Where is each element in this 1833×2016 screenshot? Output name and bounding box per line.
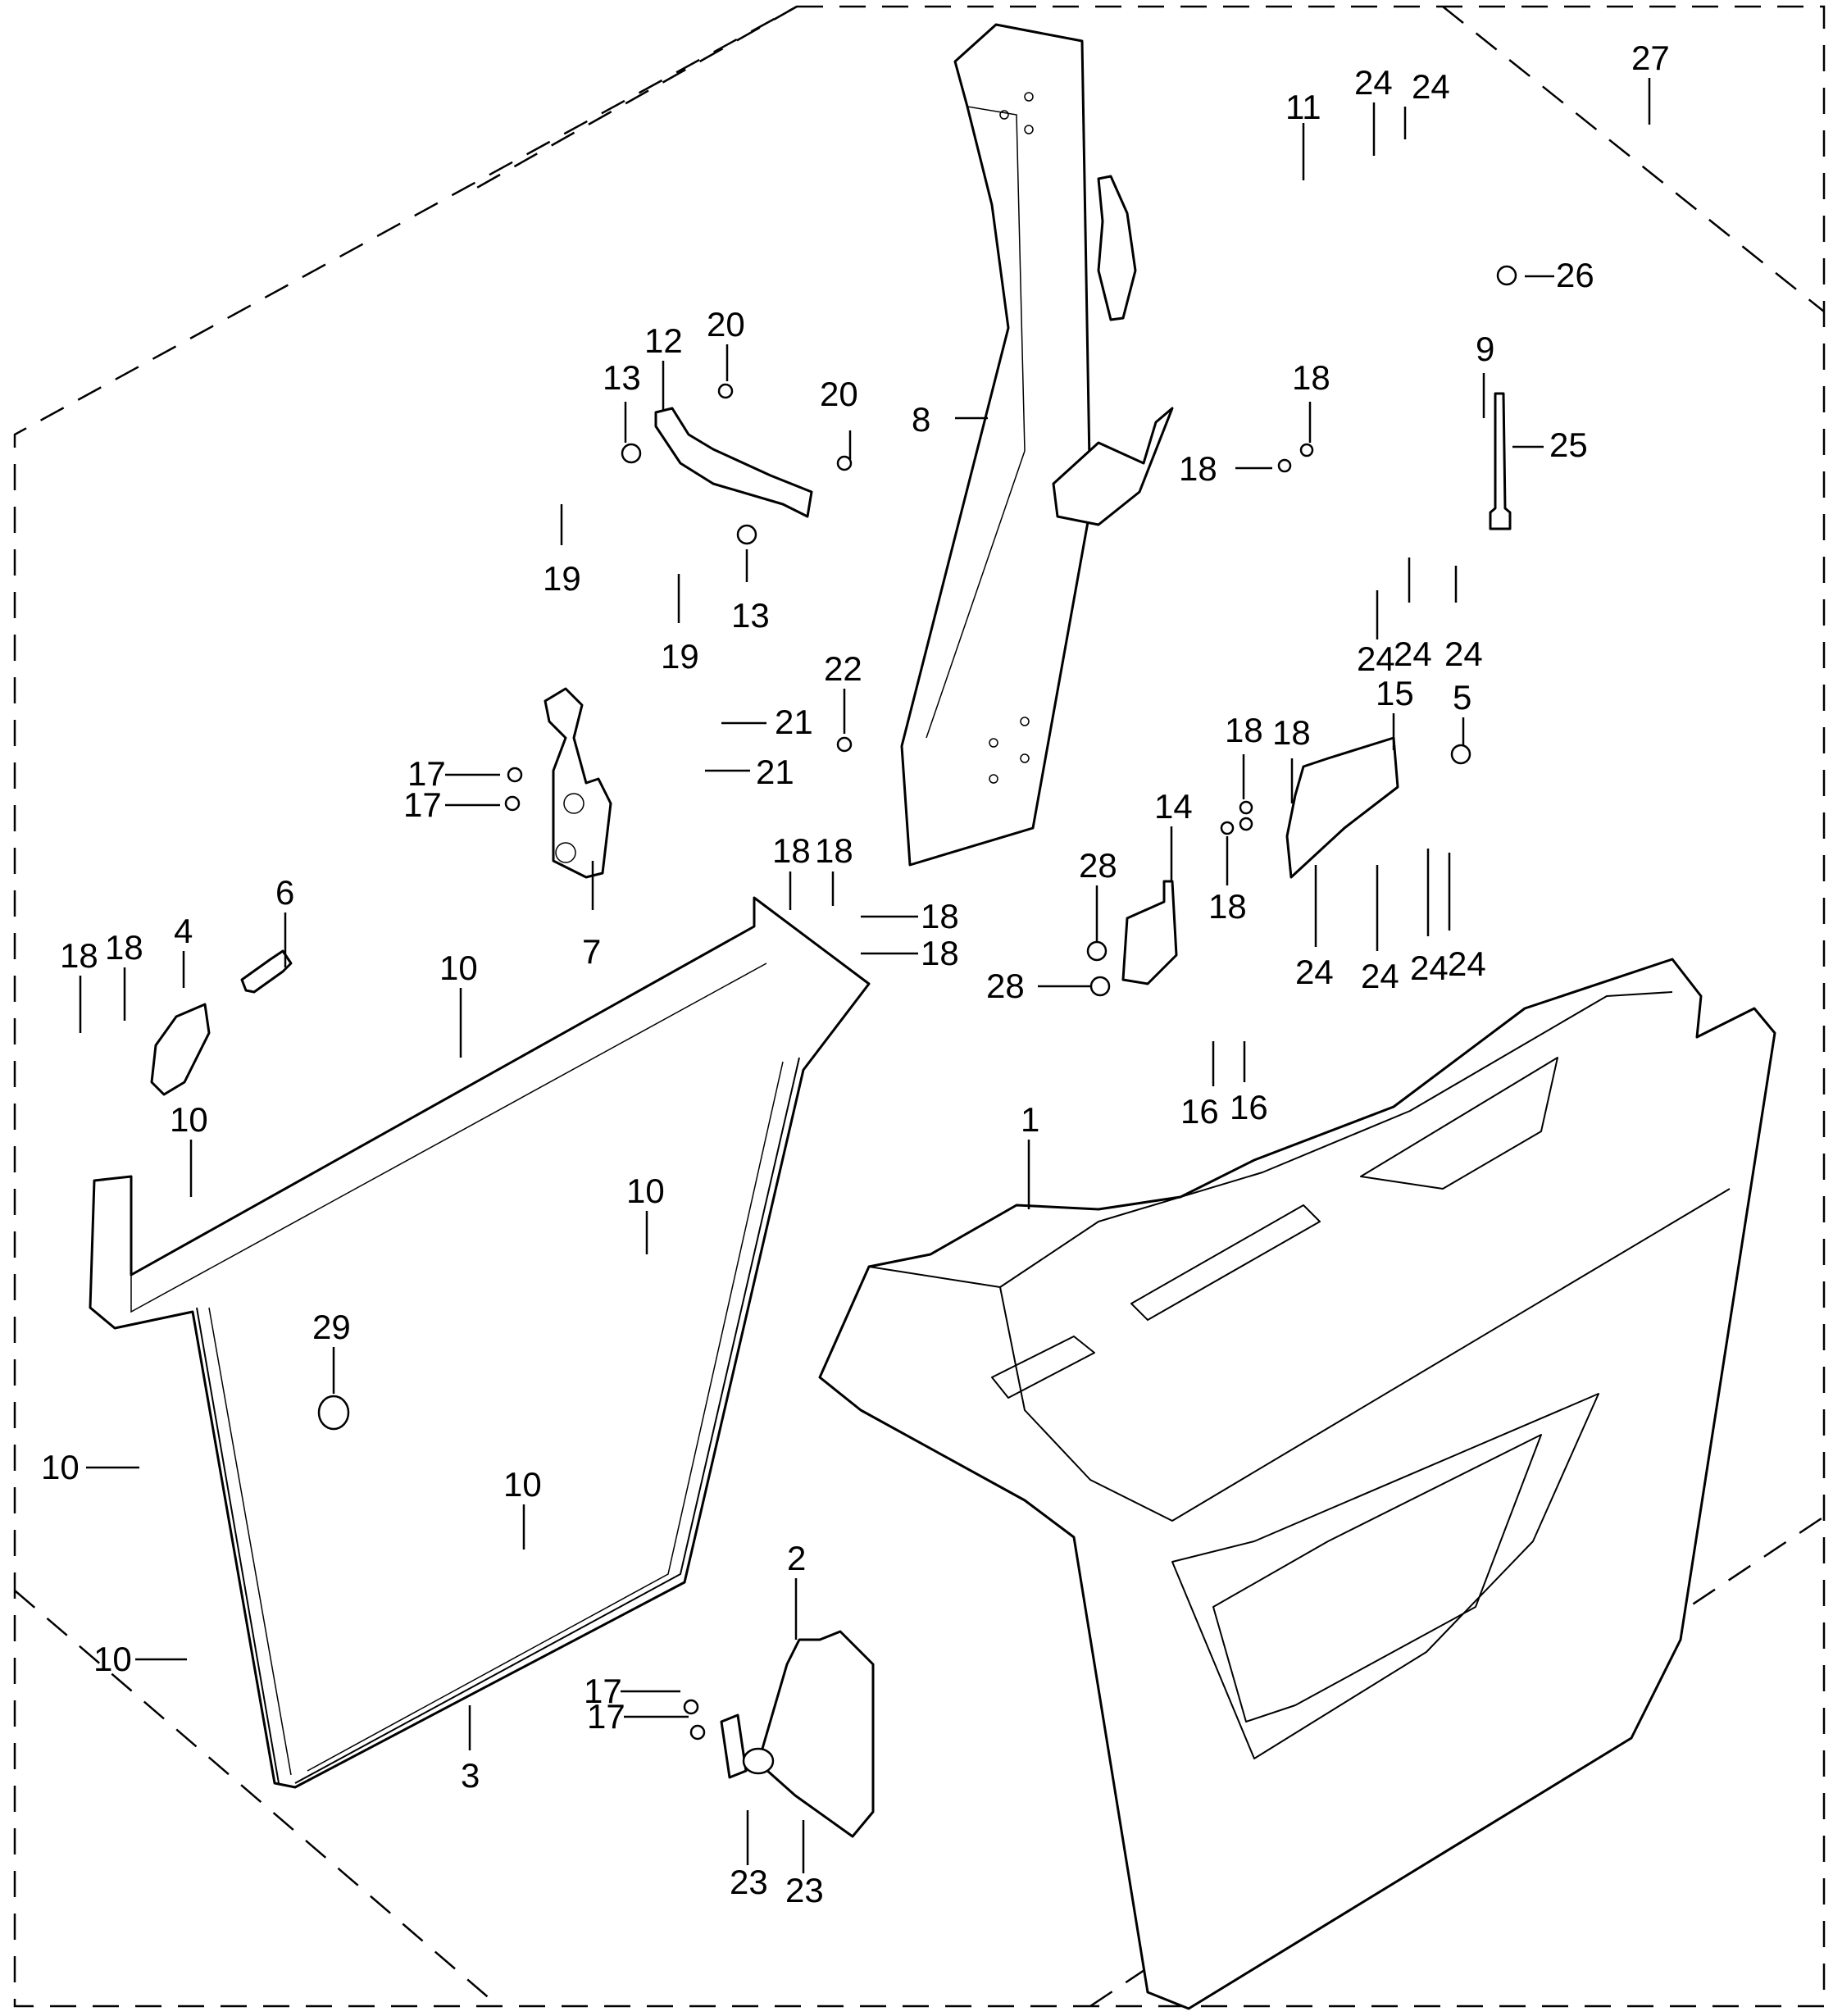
callout-labels: 27 24 24 11 26 9 18 18 25 24 24 24 8 12 … xyxy=(41,39,1670,1909)
nut-18b xyxy=(1277,458,1292,473)
nut-18c xyxy=(1239,800,1253,815)
callout-17: 17 xyxy=(403,785,442,824)
callout-13: 13 xyxy=(731,596,770,635)
callout-1: 1 xyxy=(1021,1100,1039,1139)
hardware xyxy=(504,265,1517,1741)
callout-10: 10 xyxy=(439,949,478,987)
long-bolt xyxy=(1489,392,1512,530)
callout-24: 24 xyxy=(1410,949,1449,987)
callout-8: 8 xyxy=(912,400,930,439)
callout-16: 16 xyxy=(1180,1092,1219,1131)
callout-15: 15 xyxy=(1376,674,1414,712)
callout-19: 19 xyxy=(661,637,699,676)
latch xyxy=(544,687,612,879)
callout-10: 10 xyxy=(626,1172,665,1210)
hinge-bracket-9 xyxy=(1052,407,1174,526)
callout-25: 25 xyxy=(1549,425,1588,464)
callout-21: 21 xyxy=(775,703,813,741)
callout-28: 28 xyxy=(1079,846,1117,885)
callout-24: 24 xyxy=(1412,67,1450,106)
callout-13: 13 xyxy=(603,358,641,397)
callout-26: 26 xyxy=(1556,256,1594,294)
callout-9: 9 xyxy=(1476,330,1494,368)
callout-10: 10 xyxy=(170,1100,208,1139)
door-panel xyxy=(818,958,1776,2010)
callout-18: 18 xyxy=(921,897,959,935)
strap xyxy=(654,407,813,518)
washer-28b xyxy=(1089,976,1111,997)
callout-20: 20 xyxy=(820,375,858,413)
leader-lines xyxy=(79,78,1651,1873)
callout-23: 23 xyxy=(785,1871,824,1909)
callout-5: 5 xyxy=(1453,678,1471,717)
callout-10: 10 xyxy=(93,1640,132,1678)
callout-24: 24 xyxy=(1357,639,1395,678)
callout-18: 18 xyxy=(1208,887,1247,926)
washer-13a xyxy=(621,443,642,464)
hinge-bracket-15 xyxy=(1285,736,1399,879)
callout-6: 6 xyxy=(275,873,294,912)
nut-18d xyxy=(1239,817,1253,831)
nut-18e xyxy=(1220,821,1235,835)
callout-10: 10 xyxy=(503,1465,542,1504)
callout-24: 24 xyxy=(1394,635,1432,673)
nut-20b xyxy=(836,455,853,471)
door-frame xyxy=(89,896,871,1789)
nut-20a xyxy=(717,383,734,399)
callout-2: 2 xyxy=(787,1539,806,1577)
callout-24: 24 xyxy=(1295,953,1334,991)
nut-17d xyxy=(689,1724,706,1741)
bumper xyxy=(317,1395,350,1431)
nut-17b xyxy=(504,795,521,812)
nut-18a xyxy=(1299,443,1314,457)
callout-18: 18 xyxy=(1292,358,1330,397)
callout-18: 18 xyxy=(815,831,853,870)
callout-18: 18 xyxy=(105,928,143,967)
washer-28a xyxy=(1086,940,1108,962)
callout-18: 18 xyxy=(921,934,959,972)
striker xyxy=(240,949,293,994)
callout-29: 29 xyxy=(312,1308,351,1346)
upper-hinge-bracket xyxy=(1097,175,1137,321)
callout-23: 23 xyxy=(730,1863,768,1901)
callout-19: 19 xyxy=(543,559,581,598)
callout-20: 20 xyxy=(707,305,745,344)
callout-24: 24 xyxy=(1448,944,1486,983)
callout-18: 18 xyxy=(1179,449,1217,488)
callout-24: 24 xyxy=(1354,63,1393,102)
callout-18: 18 xyxy=(1272,713,1311,752)
callout-17: 17 xyxy=(584,1672,622,1710)
callout-18: 18 xyxy=(772,831,811,870)
door-handle xyxy=(720,1630,875,1838)
callout-7: 7 xyxy=(582,932,601,971)
nut-5 xyxy=(1450,744,1471,765)
nut-17c xyxy=(683,1699,699,1715)
door-pillar xyxy=(900,23,1092,867)
callout-21: 21 xyxy=(756,753,794,791)
callout-18: 18 xyxy=(1225,711,1263,749)
callout-14: 14 xyxy=(1154,787,1193,826)
callout-10: 10 xyxy=(41,1448,80,1486)
kit-boundary-dashed xyxy=(13,5,1826,2008)
callout-4: 4 xyxy=(174,912,193,950)
callout-12: 12 xyxy=(644,321,683,360)
callout-11: 11 xyxy=(1285,88,1321,126)
rivet-22 xyxy=(836,736,853,753)
callout-22: 22 xyxy=(824,649,862,688)
callout-16: 16 xyxy=(1230,1088,1268,1126)
callout-3: 3 xyxy=(461,1756,480,1795)
nut-17a xyxy=(507,767,523,783)
callout-18: 18 xyxy=(60,936,98,975)
washer-13b xyxy=(736,524,757,545)
callout-28: 28 xyxy=(986,967,1025,1005)
nut-26 xyxy=(1496,265,1517,286)
striker-bracket xyxy=(150,1003,211,1096)
callout-24: 24 xyxy=(1361,957,1399,995)
callout-27: 27 xyxy=(1631,39,1670,77)
hinge-pin-bracket xyxy=(1121,880,1178,985)
callout-17: 17 xyxy=(407,754,446,793)
callout-24: 24 xyxy=(1444,635,1483,673)
callout-17: 17 xyxy=(587,1697,625,1736)
